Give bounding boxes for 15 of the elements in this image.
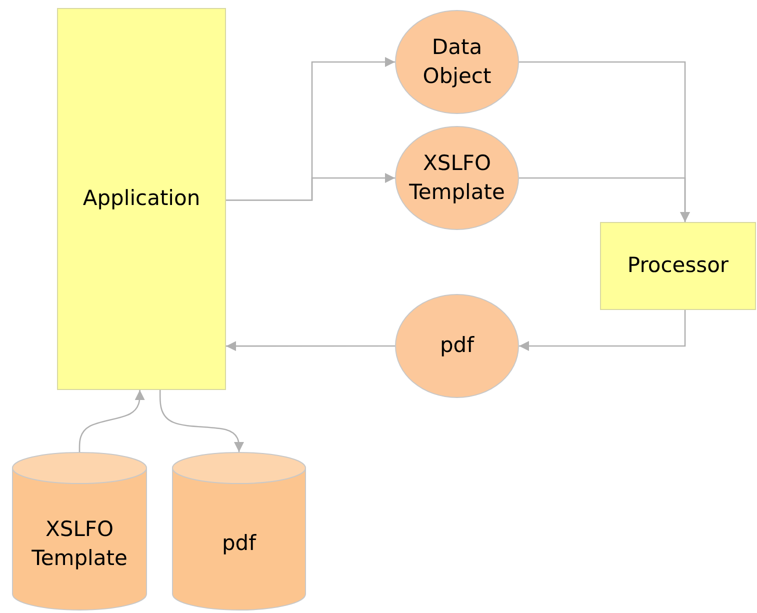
node-label: Data Object (422, 34, 492, 90)
arrow (519, 177, 690, 222)
node-label: pdf (222, 530, 256, 558)
node-label: XSLFO Template (408, 150, 506, 206)
node-label: Application (82, 185, 200, 212)
arrow (519, 310, 686, 351)
arrow (159, 390, 244, 452)
node-label: XSLFO Template (30, 516, 128, 572)
processor-box (600, 222, 756, 310)
application-box (57, 8, 226, 390)
arrow (226, 341, 395, 352)
arrow (226, 173, 395, 201)
node-label: pdf (440, 332, 474, 360)
arrow (78, 390, 145, 452)
node-label: Processor (627, 252, 729, 280)
